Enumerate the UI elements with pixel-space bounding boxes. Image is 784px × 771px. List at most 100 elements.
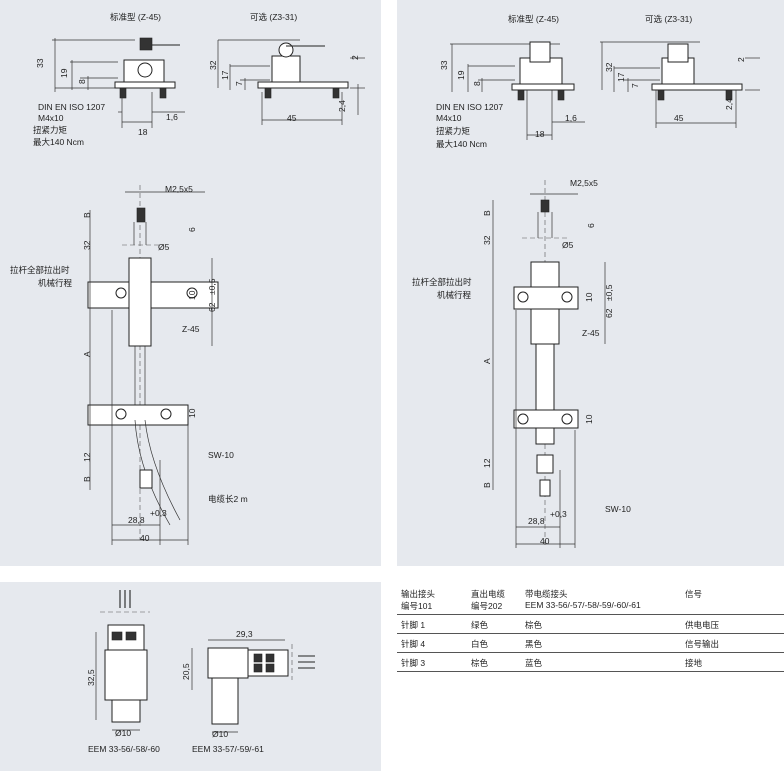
dim-18-2: 18 bbox=[535, 129, 545, 139]
dim-10-top: 10 bbox=[187, 290, 197, 300]
dim-1-6: 1,6 bbox=[166, 112, 178, 122]
dim-phi5-2: Ø5 bbox=[562, 240, 574, 250]
note-pull-out: 拉杆全部拉出时 bbox=[10, 265, 70, 275]
note-din-2: DIN EN ISO 1207 bbox=[436, 102, 503, 112]
dim-7: 7 bbox=[234, 81, 244, 86]
table-row: 针脚 4 白色 黑色 信号输出 bbox=[397, 634, 784, 653]
dim-2-4-2: 2,4 bbox=[724, 98, 734, 110]
note-torque-label-2: 扭紧力矩 bbox=[436, 126, 471, 136]
dim-40: 40 bbox=[140, 533, 150, 543]
dim-2-4: 2,4 bbox=[337, 100, 347, 112]
dim-A-2: A bbox=[482, 358, 492, 364]
header-output-code: 编号101 bbox=[401, 601, 433, 611]
clamp-optional bbox=[217, 39, 365, 125]
cell-signal: 接地 bbox=[685, 658, 703, 668]
diagram-panel-connector bbox=[397, 0, 784, 566]
dim-12: 12 bbox=[82, 452, 92, 462]
sensor-connector-version bbox=[492, 180, 606, 548]
dim-28-8-2: 28,8 bbox=[528, 516, 545, 526]
plug-angled bbox=[191, 639, 315, 733]
dim-B-top-2: B bbox=[482, 210, 492, 216]
dim-8-2: 8 bbox=[472, 81, 482, 86]
label-sw10: SW-10 bbox=[208, 450, 234, 460]
cell-color-eem: 蓝色 bbox=[525, 658, 543, 668]
dim-10-bottom-2: 10 bbox=[584, 414, 594, 424]
cell-color-eem: 黑色 bbox=[525, 639, 543, 649]
dim-17-2: 17 bbox=[616, 72, 626, 82]
clamp-standard-2 bbox=[450, 41, 585, 140]
dim-32-opt: 32 bbox=[208, 60, 218, 70]
plug-straight bbox=[95, 590, 150, 731]
dim-33-2: 33 bbox=[439, 60, 449, 70]
note-screw-2: M4x10 bbox=[436, 113, 462, 123]
cell-color-202: 绿色 bbox=[471, 620, 489, 630]
note-screw: M4x10 bbox=[38, 113, 64, 123]
dim-32-opt-2: 32 bbox=[604, 62, 614, 72]
cell-pin: 针脚 4 bbox=[401, 639, 426, 649]
label-standard-2: 标准型 (Z-45) bbox=[508, 14, 559, 24]
note-pull-out-2: 拉杆全部拉出时 bbox=[412, 277, 472, 287]
header-output-connector: 输出接头 bbox=[401, 589, 436, 599]
cell-color-202: 白色 bbox=[471, 639, 489, 649]
dim-phi10-straight: Ø10 bbox=[115, 728, 131, 738]
cell-pin: 针脚 1 bbox=[401, 620, 426, 630]
dim-2: 2 bbox=[350, 55, 360, 60]
dim-10-top-2: 10 bbox=[584, 292, 594, 302]
dim-62: 62 bbox=[207, 302, 217, 312]
header-signal: 信号 bbox=[685, 589, 703, 599]
label-standard: 标准型 (Z-45) bbox=[110, 12, 161, 22]
label-plug-straight: EEM 33-56/-58/-60 bbox=[88, 744, 160, 754]
dim-45-2: 45 bbox=[674, 113, 684, 123]
clamp-standard bbox=[52, 37, 185, 128]
dim-7-2: 7 bbox=[630, 83, 640, 88]
clamp-optional-2 bbox=[600, 41, 760, 128]
dim-19-2: 19 bbox=[456, 70, 466, 80]
dim-tol-03-2: +0,3 bbox=[550, 509, 567, 519]
dim-20-5: 20,5 bbox=[181, 663, 191, 680]
dim-2-2: 2 bbox=[736, 57, 746, 62]
label-optional-2: 可选 (Z3-31) bbox=[645, 14, 692, 24]
dim-1-6-2: 1,6 bbox=[565, 113, 577, 123]
table-row: 针脚 1 绿色 棕色 供电电压 bbox=[397, 615, 784, 634]
label-m25x5: M2,5x5 bbox=[165, 184, 193, 194]
dim-18: 18 bbox=[138, 127, 148, 137]
dim-17: 17 bbox=[220, 70, 230, 80]
dim-tol: ±0,5 bbox=[207, 278, 217, 295]
dim-B-top: B bbox=[82, 212, 92, 218]
label-m25x5-2: M2,5x5 bbox=[570, 178, 598, 188]
note-travel-2: 机械行程 bbox=[437, 290, 472, 300]
dim-8: 8 bbox=[77, 79, 87, 84]
dim-6-2: 6 bbox=[586, 223, 596, 228]
note-torque-label: 扭紧力矩 bbox=[33, 125, 68, 135]
dim-32-5: 32,5 bbox=[86, 669, 96, 686]
cell-signal: 供电电压 bbox=[685, 620, 720, 630]
cell-signal: 信号输出 bbox=[685, 639, 720, 649]
dim-10-bottom: 10 bbox=[187, 408, 197, 418]
header-cable-code: 编号202 bbox=[471, 601, 503, 611]
dim-A: A bbox=[82, 351, 92, 357]
note-travel: 机械行程 bbox=[38, 278, 73, 288]
dim-19: 19 bbox=[59, 68, 69, 78]
dim-62-2: 62 bbox=[604, 308, 614, 318]
dim-32-stroke: 32 bbox=[82, 240, 92, 250]
header-cable: 直出电缆 bbox=[471, 589, 506, 599]
dim-6: 6 bbox=[187, 227, 197, 232]
dim-B-bottom: B bbox=[82, 476, 92, 482]
header-cable-connector: 带电缆接头 bbox=[525, 589, 568, 599]
dim-33: 33 bbox=[35, 58, 45, 68]
table-header-row: 输出接头 编号101 直出电缆 编号202 带电缆接头 EEM 33-56/-5… bbox=[397, 586, 784, 615]
note-din: DIN EN ISO 1207 bbox=[38, 102, 105, 112]
dim-12-2: 12 bbox=[482, 458, 492, 468]
label-cable: 电缆长2 m bbox=[208, 494, 248, 504]
label-z45-2: Z-45 bbox=[582, 328, 600, 338]
note-torque-value-2: 最大140 Ncm bbox=[436, 139, 487, 149]
header-cable-connector-models: EEM 33-56/-57/-58/-59/-60/-61 bbox=[525, 600, 641, 610]
dim-32-stroke-2: 32 bbox=[482, 235, 492, 245]
dim-45: 45 bbox=[287, 113, 297, 123]
sensor-cable-version bbox=[87, 185, 219, 545]
cell-pin: 针脚 3 bbox=[401, 658, 426, 668]
table-row: 针脚 3 棕色 蓝色 接地 bbox=[397, 653, 784, 672]
dim-B-bottom-2: B bbox=[482, 482, 492, 488]
